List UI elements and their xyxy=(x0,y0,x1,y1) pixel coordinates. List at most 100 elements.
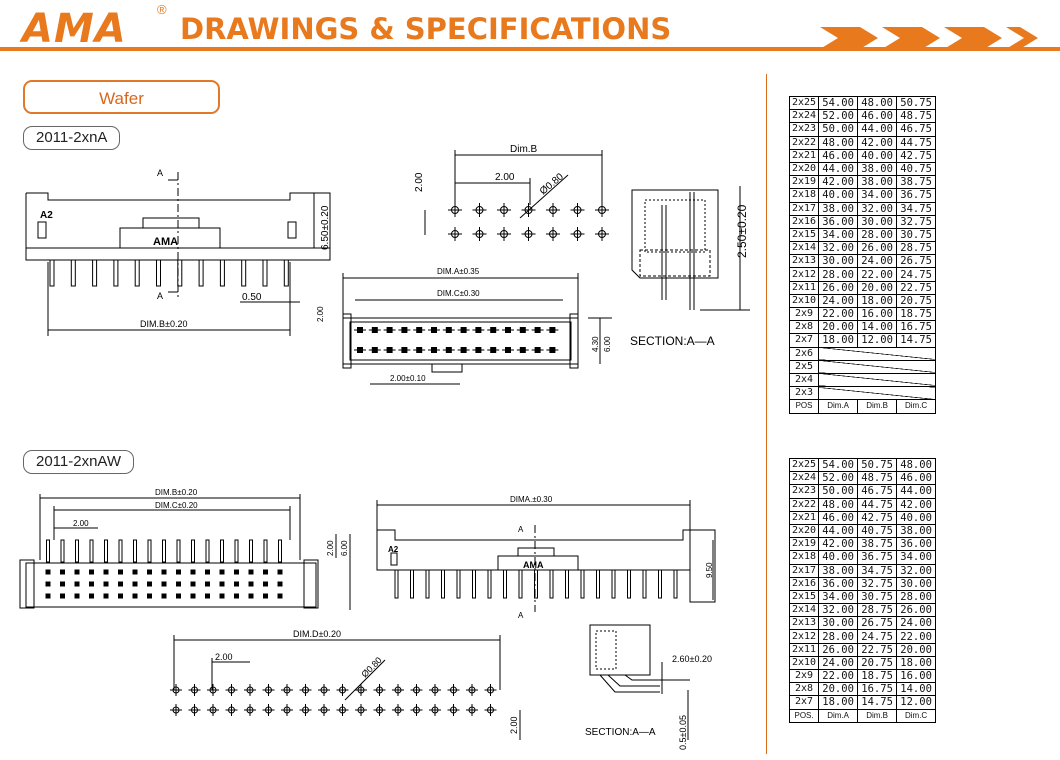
pos-cell: 2x23 xyxy=(788,122,820,137)
pin xyxy=(89,539,94,563)
dim-height-a: 6.50±0.20 xyxy=(320,205,331,250)
dim-b-label: DIM.B±0.20 xyxy=(140,319,187,329)
pin-square xyxy=(60,581,65,587)
dim-cell: 20.00 xyxy=(857,280,898,295)
pos-cell: 2x17 xyxy=(788,201,820,216)
dim-cell: 48.75 xyxy=(896,109,937,124)
dim-cell: 18.00 xyxy=(896,655,937,671)
pin-square xyxy=(176,581,181,587)
pin xyxy=(198,259,204,287)
dim-cell: 44.00 xyxy=(857,122,898,137)
dim-cell: 32.00 xyxy=(857,201,898,216)
dim-cell: 50.75 xyxy=(896,95,937,111)
pin-square xyxy=(234,593,239,599)
pin xyxy=(658,569,662,599)
dim-cell: 38.75 xyxy=(857,537,898,552)
column-header: Dim.A xyxy=(818,399,859,414)
dim-cell: 22.00 xyxy=(896,629,937,644)
dim-cell: 30.00 xyxy=(818,254,859,269)
dim-cell: 54.00 xyxy=(818,457,859,473)
struck-cell xyxy=(818,386,937,401)
brand-mark-aw: AMA xyxy=(523,560,544,570)
pos-cell: 2x24 xyxy=(788,109,820,124)
dim-cell: 28.00 xyxy=(857,227,898,243)
pin-square xyxy=(118,569,123,575)
pitch-pcb-aw: 2.00 xyxy=(215,652,233,662)
pin-square xyxy=(118,581,123,587)
pos-cell: 2x20 xyxy=(788,161,820,177)
pin-square xyxy=(89,593,94,599)
dim-cell: 52.00 xyxy=(818,109,859,124)
pos-cell: 2x13 xyxy=(788,616,820,631)
pin xyxy=(518,569,523,599)
dim-cell: 26.00 xyxy=(818,642,859,657)
pin-square xyxy=(277,581,283,587)
pin xyxy=(262,259,268,287)
pos-cell: 2x16 xyxy=(788,576,820,591)
pos-cell: 2x22 xyxy=(788,497,820,512)
dim-cell: 16.00 xyxy=(857,306,898,322)
dim-cell: 22.00 xyxy=(857,267,898,282)
dim-cell: 24.00 xyxy=(818,293,859,309)
pin-square xyxy=(147,569,152,575)
pin-square xyxy=(190,569,196,575)
dim-b-pcb: Dim.B xyxy=(510,144,538,155)
pos-cell: 2x18 xyxy=(788,188,820,203)
dim-cell: 46.00 xyxy=(818,148,859,163)
pin-square xyxy=(118,593,123,599)
dim-cell: 26.00 xyxy=(896,603,937,618)
pin xyxy=(104,539,108,563)
pin xyxy=(176,539,181,563)
pin xyxy=(394,569,399,599)
pin-square xyxy=(205,581,210,587)
brand-mark: AMA xyxy=(153,236,178,248)
pin-square xyxy=(277,569,283,575)
dim-cell: 18.75 xyxy=(896,306,937,322)
dim-cell: 12.00 xyxy=(896,695,937,710)
pos-cell: 2x11 xyxy=(788,642,820,657)
technical-drawings: A2 AMA A A 6.50±0.20 0.50 DIM.B±0.20 Dim… xyxy=(19,144,750,750)
pin-square xyxy=(219,593,225,599)
dim-cell: 48.00 xyxy=(818,135,859,150)
dim-cell: 36.00 xyxy=(818,214,859,229)
table-row-empty: 2x4 xyxy=(788,372,937,388)
pin xyxy=(234,539,239,563)
pos-cell: 2x25 xyxy=(788,457,820,473)
section-view-a xyxy=(631,186,750,311)
pos-cell: 2x11 xyxy=(788,280,820,295)
section-mark-aw-bottom: A xyxy=(518,611,524,620)
dim-cell: 30.00 xyxy=(818,616,859,631)
side-view-aw xyxy=(376,500,716,612)
pin-square xyxy=(161,569,167,575)
pin xyxy=(278,539,282,563)
pin-square xyxy=(132,569,138,575)
dim-cell: 18.75 xyxy=(857,668,898,684)
pos-cell: 2x18 xyxy=(788,550,820,565)
pin xyxy=(441,569,445,599)
dim-260-aw: 2.60±0.20 xyxy=(672,654,712,664)
dim-cell: 36.00 xyxy=(896,537,937,552)
pin xyxy=(220,539,224,563)
table-row-empty: 2x6 xyxy=(788,346,937,361)
pos-cell: 2x9 xyxy=(788,668,820,684)
ama-logo: AMA xyxy=(22,6,127,52)
dim-cell: 40.00 xyxy=(857,148,898,163)
dim-cell: 28.75 xyxy=(857,603,898,618)
dim-cell: 20.00 xyxy=(818,320,859,335)
column-header: Dim.C xyxy=(896,708,937,723)
pin xyxy=(673,569,678,599)
pos-cell: 2x22 xyxy=(788,135,820,150)
dim-pin-width: 0.50 xyxy=(242,292,262,303)
pin-square xyxy=(277,593,283,599)
dim-cell: 22.00 xyxy=(818,306,859,322)
